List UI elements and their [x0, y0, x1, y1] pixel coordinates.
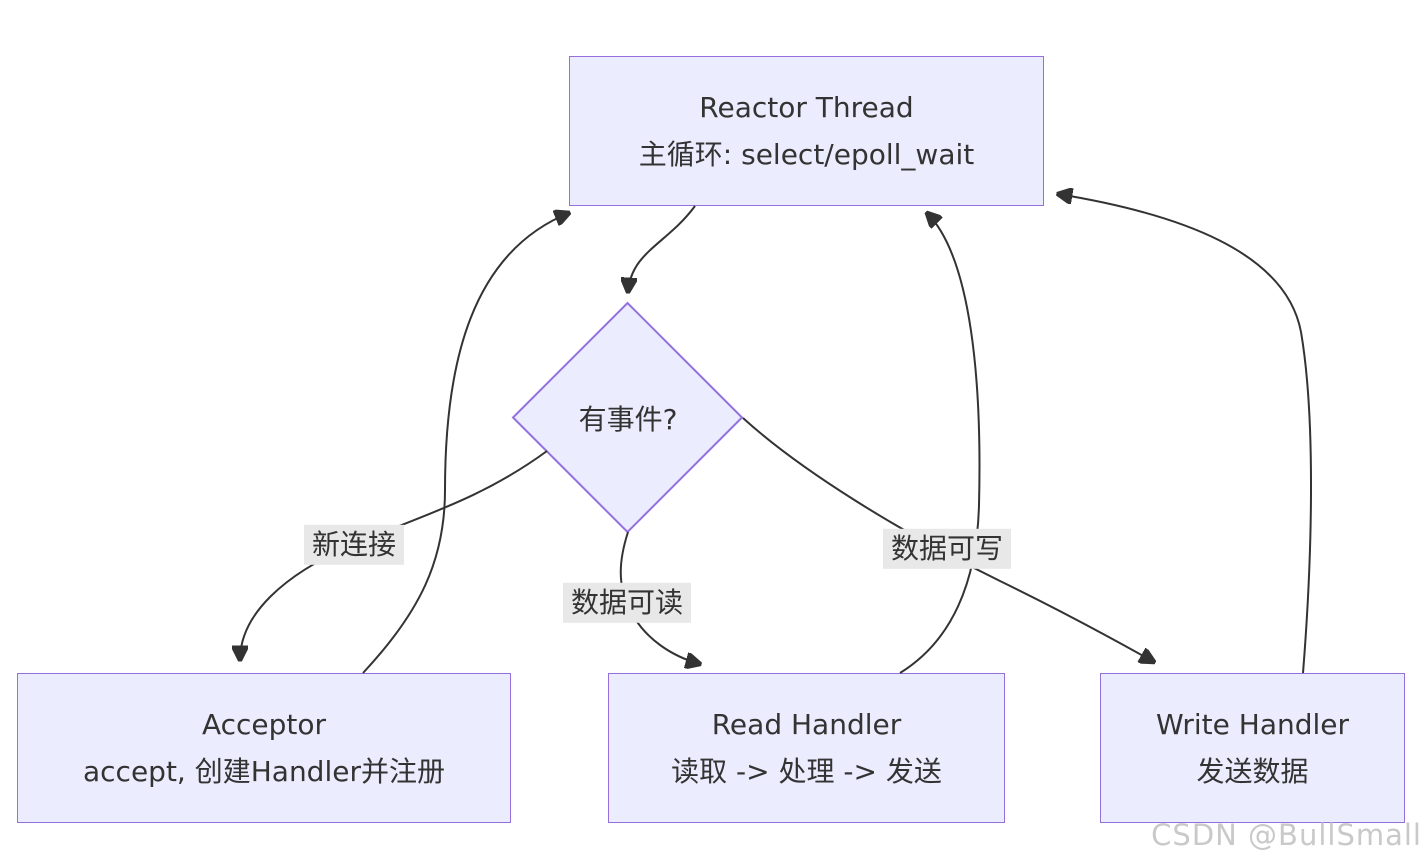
- node-write-handler: Write Handler 发送数据: [1100, 673, 1405, 823]
- node-read-handler-subtitle: 读取 -> 处理 -> 发送: [671, 755, 942, 788]
- node-acceptor-title: Acceptor: [201, 708, 327, 741]
- node-write-handler-title: Write Handler: [1155, 708, 1350, 741]
- edge-acceptor-to-reactor: [362, 213, 569, 674]
- edge-label-data-readable: 数据可读: [562, 582, 692, 624]
- node-decision-label: 有事件?: [578, 403, 678, 436]
- node-write-handler-subtitle: 发送数据: [1196, 755, 1309, 788]
- node-reactor-thread: Reactor Thread 主循环: select/epoll_wait: [569, 56, 1044, 206]
- edge-write-handler-to-reactor: [1058, 194, 1313, 674]
- edge-label-data-writable: 数据可写: [882, 528, 1012, 570]
- node-reactor-subtitle: 主循环: select/epoll_wait: [638, 138, 975, 171]
- edge-label-new-connection: 新连接: [303, 524, 405, 566]
- edge-reactor-to-decision: [628, 205, 696, 292]
- node-read-handler-title: Read Handler: [711, 708, 902, 741]
- edge-read-handler-to-reactor: [899, 213, 981, 674]
- node-acceptor: Acceptor accept, 创建Handler并注册: [17, 673, 511, 823]
- node-reactor-title: Reactor Thread: [699, 91, 914, 124]
- node-read-handler: Read Handler 读取 -> 处理 -> 发送: [608, 673, 1005, 823]
- node-acceptor-subtitle: accept, 创建Handler并注册: [83, 755, 445, 788]
- watermark: CSDN @BullSmall: [1151, 818, 1422, 852]
